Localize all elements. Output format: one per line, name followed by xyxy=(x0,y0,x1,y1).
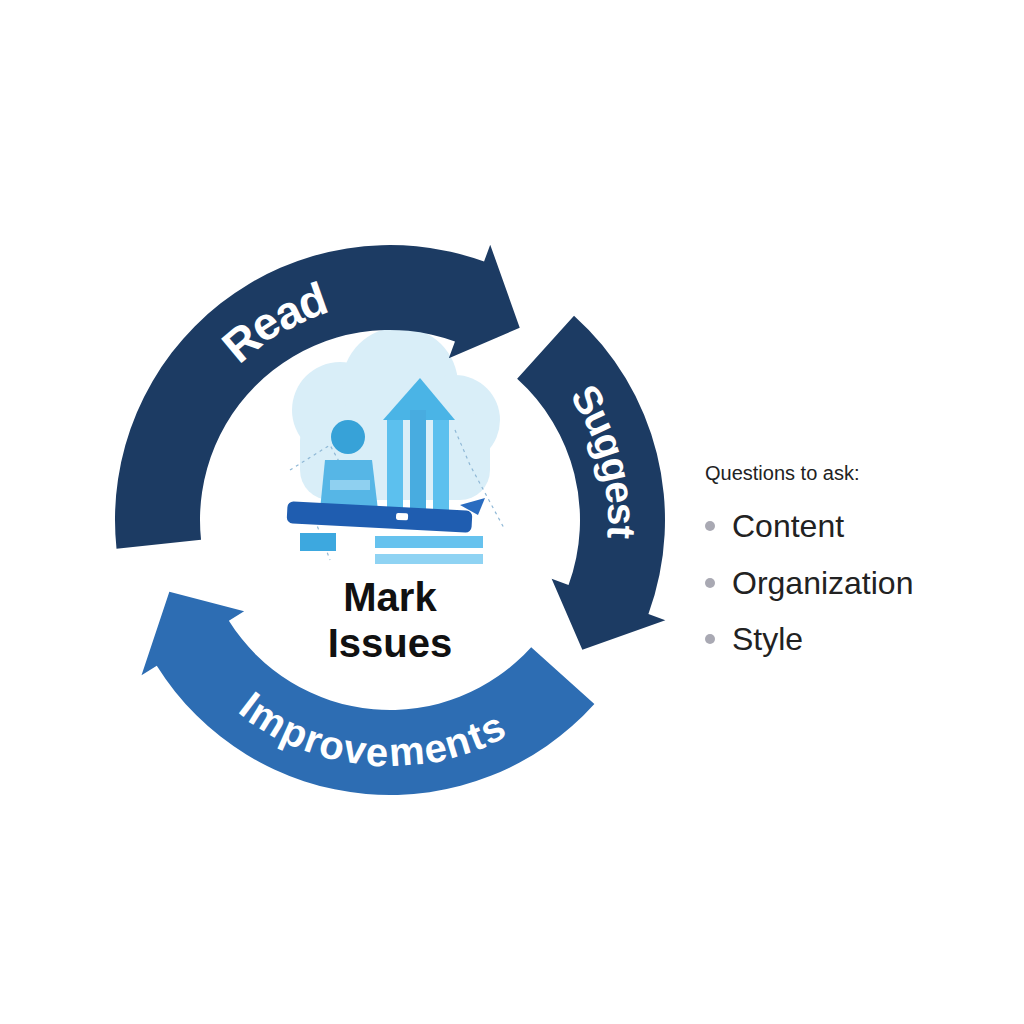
bullet-dot xyxy=(705,634,715,644)
bullet-dot xyxy=(705,578,715,588)
bullet-item: Style xyxy=(732,621,803,658)
questions-heading: Questions to ask: xyxy=(705,462,860,485)
bullet-item: Organization xyxy=(732,565,913,602)
building xyxy=(375,378,470,525)
bullet-item: Content xyxy=(732,508,844,545)
center-title: Mark Issues xyxy=(295,574,485,666)
base-bars xyxy=(300,533,483,564)
bullet-dot xyxy=(705,521,715,531)
person xyxy=(320,420,378,510)
highlighter-bar xyxy=(287,498,485,533)
improvements-arrow: Improvements xyxy=(80,210,700,830)
